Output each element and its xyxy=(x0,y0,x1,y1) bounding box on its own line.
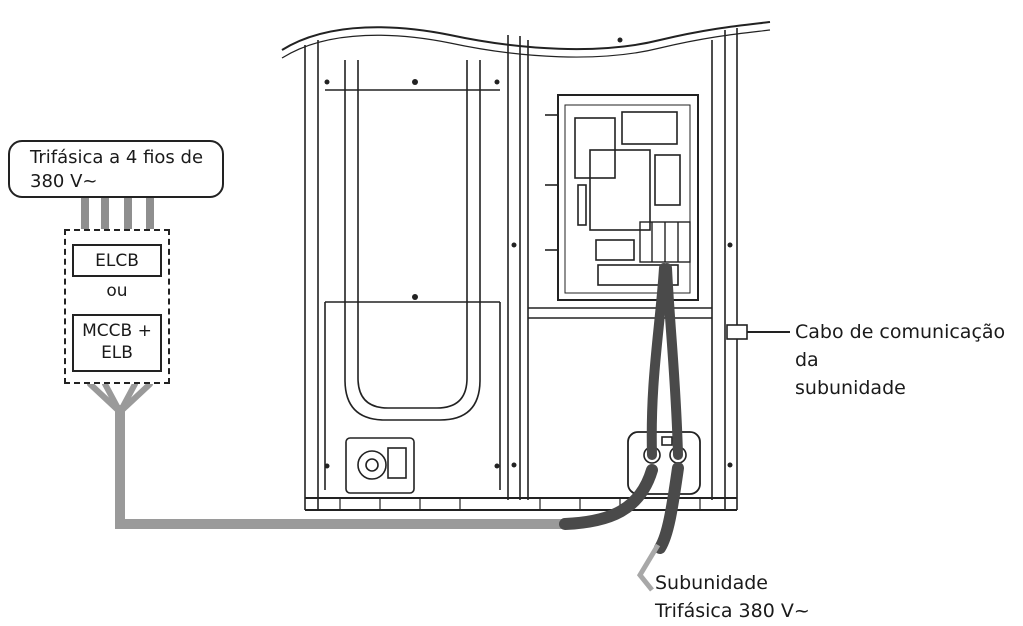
unit-top-wave xyxy=(281,21,771,51)
breaker-elcb-label: ELCB xyxy=(95,251,139,271)
subunit-label: Subunidade Trifásica 380 V~ xyxy=(655,569,810,625)
power-source-box xyxy=(8,140,224,198)
breaker-separator: ou xyxy=(106,281,128,301)
breaker-output-cable xyxy=(87,381,580,529)
power-source-line1: Trifásica a 4 fios de xyxy=(30,147,204,168)
breaker-mccb-elb: MCCB + ELB xyxy=(72,314,162,372)
comm-label-line2: subunidade xyxy=(795,377,906,399)
sheathed-cables xyxy=(559,263,684,554)
breaker-mccb-label: MCCB + xyxy=(82,321,152,341)
power-wires xyxy=(81,198,154,229)
outdoor-unit xyxy=(281,21,771,511)
comm-connector xyxy=(726,324,748,340)
comm-label-line1: Cabo de comunicação da xyxy=(795,321,1006,371)
terminal-block xyxy=(639,221,691,263)
compressor xyxy=(345,437,415,494)
subunit-label-line2: Trifásica 380 V~ xyxy=(655,600,810,622)
control-box xyxy=(545,94,699,301)
power-source-label: Trifásica a 4 fios de 380 V~ xyxy=(30,146,210,194)
u-pipe xyxy=(344,60,481,421)
breaker-elcb: ELCB xyxy=(72,244,162,277)
subunit-label-line1: Subunidade xyxy=(655,572,768,594)
power-source-line2: 380 V~ xyxy=(30,171,98,192)
subunit-cable xyxy=(636,543,661,592)
breaker-elb-label: ELB xyxy=(101,343,133,363)
communication-cable-label: Cabo de comunicação da subunidade xyxy=(795,318,1023,402)
cable-entry-plate xyxy=(627,431,701,495)
